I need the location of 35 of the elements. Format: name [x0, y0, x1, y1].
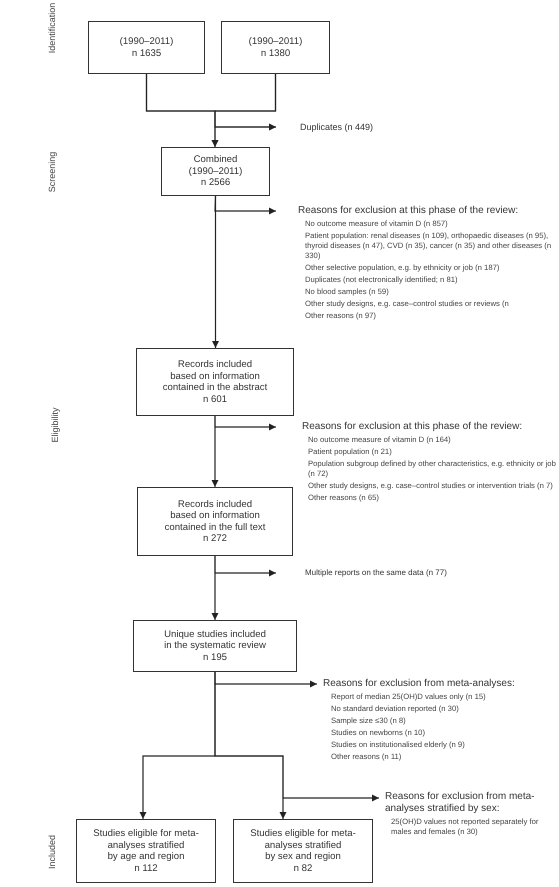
box-text: (1990–2011) — [188, 166, 242, 178]
box-text: Combined — [194, 154, 238, 166]
exclusion-note: Duplicates (n 449) — [300, 121, 374, 133]
stage-label: Screening — [47, 152, 57, 192]
process-box — [136, 348, 294, 416]
box-text: n 1380 — [260, 48, 290, 59]
arrow — [212, 196, 219, 348]
box-text: n 272 — [202, 533, 227, 544]
box-text: (1990–2011) — [120, 36, 174, 48]
process-box — [137, 487, 293, 556]
exclusion-note: Multiple reports on the same data (n 77) — [305, 567, 447, 579]
exclusion-heading: Reasons for exclusion at this phase of the review: — [302, 421, 522, 433]
box-text: n 601 — [202, 394, 227, 405]
box-text: n 195 — [202, 652, 227, 664]
stage-label: Included — [47, 834, 57, 870]
process-box — [161, 147, 270, 196]
process-box — [221, 21, 330, 74]
exclusion-heading: Reasons for exclusion from meta-analyses: — [323, 678, 515, 690]
process-box — [233, 819, 373, 883]
arrow — [214, 74, 276, 130]
process-box — [76, 819, 216, 883]
exclusion-heading: Reasons for exclusion at this phase of the review: — [298, 205, 518, 217]
process-box — [88, 21, 205, 74]
arrow — [214, 672, 379, 802]
process-box — [133, 620, 297, 672]
stage-label: Eligibility — [50, 408, 60, 442]
box-text: n 1635 — [132, 48, 162, 59]
box-text: n 112 — [134, 862, 158, 874]
stage-label: Identification — [47, 2, 57, 54]
exclusion-heading: Reasons for exclusion from meta-analyses stratified by sex: — [385, 791, 536, 815]
box-text: n 2566 — [200, 177, 230, 189]
arrow — [212, 416, 218, 487]
arrow — [212, 556, 218, 620]
box-text: n 82 — [294, 862, 312, 874]
box-text: (1990–2011) — [248, 36, 302, 48]
